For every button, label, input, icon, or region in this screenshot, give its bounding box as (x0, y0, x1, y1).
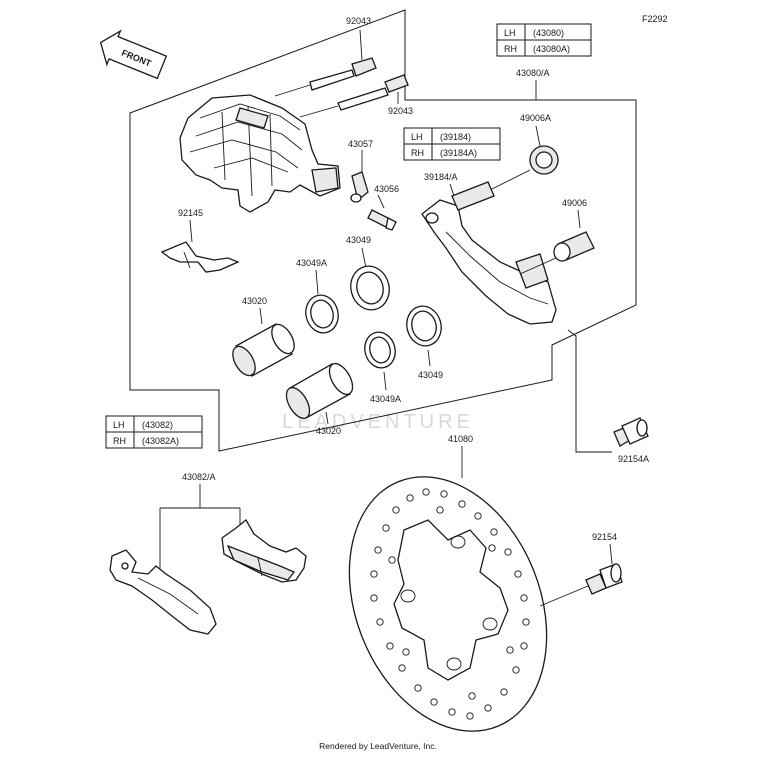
label-43049-b: 43049 (418, 370, 443, 380)
table-43080-rh: RH (504, 44, 517, 54)
label-92154a: 92154A (618, 454, 649, 464)
bleeder-cap-43057 (350, 150, 369, 203)
boot-49006a (529, 125, 559, 175)
label-43049a-a: 43049A (296, 258, 327, 268)
leader-39184a-to-boot (489, 169, 531, 191)
table-39184: LH (39184) RH (39184A) (403, 127, 501, 161)
label-43049-a: 43049 (346, 235, 371, 245)
pin-92043-top (274, 29, 377, 97)
seal-43049-a (350, 247, 390, 311)
bracket-leader (567, 329, 612, 453)
label-49006: 49006 (562, 198, 587, 208)
table-39184-rh-value: (39184A) (440, 148, 477, 158)
label-43020-a: 43020 (242, 296, 267, 306)
piston-43020-a (232, 307, 295, 377)
table-43080-lh: LH (504, 28, 516, 38)
table-43080-lh-value: (43080) (533, 28, 564, 38)
caliper-assembly-frame (129, 9, 637, 452)
label-39184a: 39184/A (424, 172, 458, 182)
bolt-92154a (613, 417, 649, 447)
label-49006a: 49006A (520, 113, 551, 123)
piston-43020-b (285, 362, 354, 425)
label-43080a: 43080/A (516, 68, 550, 78)
leader-39184a (449, 183, 455, 197)
brake-pad-left (109, 549, 217, 635)
footer-credit: Rendered by LeadVenture, Inc. (319, 741, 437, 751)
label-43020-b: 43020 (316, 426, 341, 436)
bolt-92154 (539, 543, 623, 607)
pin-92043-mid (299, 74, 409, 118)
label-43049a-b: 43049A (370, 394, 401, 404)
brake-disc-41080 (348, 446, 548, 732)
caliper-body (179, 94, 341, 213)
label-92154: 92154 (592, 532, 617, 542)
label-43082a: 43082/A (182, 472, 216, 482)
seal-43049a-a (305, 269, 339, 334)
table-39184-lh: LH (411, 132, 423, 142)
table-43080-rh-value: (43080A) (533, 44, 570, 54)
table-43082: LH (43082) RH (43082A) (105, 415, 203, 449)
table-39184-lh-value: (39184) (440, 132, 471, 142)
table-43082-lh: LH (113, 420, 125, 430)
label-92043-top: 92043 (346, 16, 371, 26)
label-43056: 43056 (374, 184, 399, 194)
table-43080: LH (43080) RH (43080A) (496, 23, 592, 57)
table-39184-rh: RH (411, 148, 424, 158)
label-43057: 43057 (348, 139, 373, 149)
seal-43049-b (406, 305, 442, 367)
front-arrow-icon: FRONT (99, 29, 168, 80)
bleeder-valve-43056 (367, 194, 397, 231)
table-43082-rh: RH (113, 436, 126, 446)
label-92043-mid: 92043 (388, 106, 413, 116)
label-41080: 41080 (448, 434, 473, 444)
leader-43082a (159, 484, 241, 580)
pad-spring-92145 (160, 219, 240, 273)
caliper-bracket (421, 181, 557, 325)
brake-pad-right (221, 519, 307, 583)
diagram-code: F2292 (642, 14, 668, 24)
seal-43049a-b (364, 331, 396, 391)
boot-49006 (519, 209, 595, 275)
label-92145: 92145 (178, 208, 203, 218)
table-43082-rh-value: (43082A) (142, 436, 179, 446)
disc-vent-holes (370, 488, 530, 720)
table-43082-lh-value: (43082) (142, 420, 173, 430)
